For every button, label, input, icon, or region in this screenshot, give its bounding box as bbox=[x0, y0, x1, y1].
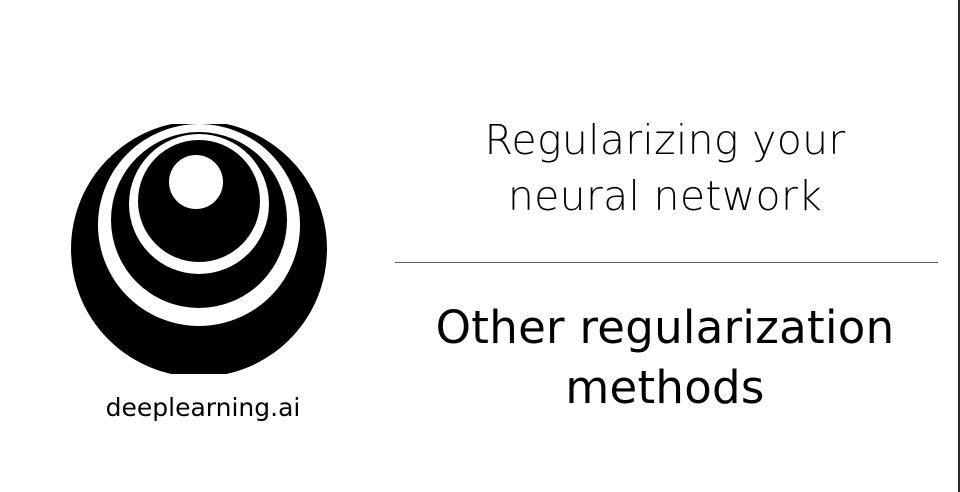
slide-title-line-1: Regularizing your bbox=[484, 116, 846, 164]
title-divider bbox=[395, 262, 938, 263]
slide-subtitle-line-2: methods bbox=[565, 361, 765, 414]
slide-title-line-2: neural network bbox=[507, 172, 823, 220]
slide-subtitle: Other regularization methods bbox=[390, 298, 940, 418]
deeplearning-logo-icon bbox=[71, 124, 327, 374]
slide-title: Regularizing your neural network bbox=[390, 112, 940, 224]
brand-name: deeplearning.ai bbox=[105, 393, 301, 422]
right-edge-border bbox=[958, 0, 960, 492]
slide-subtitle-line-1: Other regularization bbox=[435, 301, 895, 354]
logo-inner-dot bbox=[169, 155, 223, 209]
